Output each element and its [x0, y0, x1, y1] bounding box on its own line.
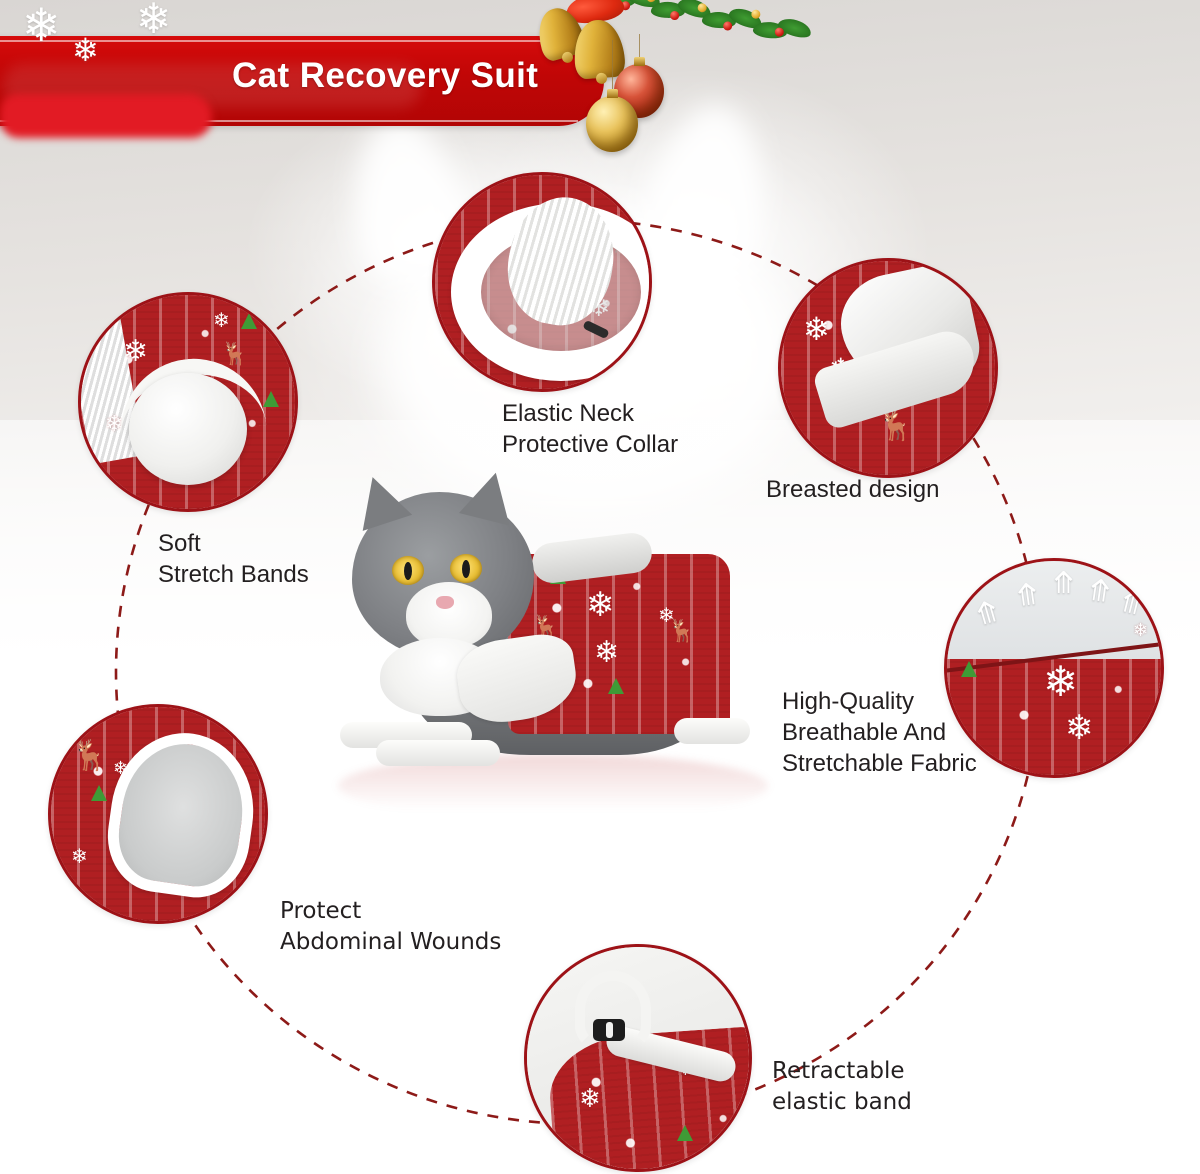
christmas-tree-icon [608, 678, 624, 694]
snowflake-icon: ❄ [658, 605, 675, 627]
header-banner: Cat Recovery Suit ❄ ❄ ❄ [0, 0, 1200, 152]
suit-opening [129, 373, 247, 485]
feature-photo-elastic-neck-collar: ❄ ❄ 🦌 [432, 172, 652, 392]
snowflake-icon: ❄ [1043, 658, 1079, 705]
snowflake-icon: ❄ [71, 846, 88, 868]
feature-photo-protect-abdominal-wounds: 🦌 ❄ ❄ ❄ [48, 704, 268, 924]
elastic-loop [575, 971, 651, 1049]
christmas-tree-icon [241, 313, 257, 329]
snowflake-icon: ❄ [1133, 620, 1149, 640]
ornament-cap [633, 57, 645, 66]
reindeer-icon: 🦌 [877, 409, 915, 442]
cat-eye-left [392, 556, 424, 585]
gold-ornament-icon [586, 89, 638, 152]
feature-label-breathable-fabric: High-Quality Breathable And Stretchable … [782, 688, 977, 777]
christmas-tree-icon [961, 661, 977, 677]
cat-front-paw [376, 740, 500, 766]
snowflake-icon: ❄ [136, 0, 172, 42]
feature-label-breasted-design: Breasted design [766, 476, 940, 503]
page-title: Cat Recovery Suit [232, 56, 539, 95]
feature-label-retractable-elastic-band: Retractable elastic band [772, 1058, 912, 1115]
airflow-arrow-icon: ⤊ [1051, 567, 1077, 600]
feature-photo-breasted-design: ❄ ❄ ❄ 🦌 [778, 258, 998, 478]
snowflake-icon: ❄ [123, 335, 149, 368]
cat-hind-paw [674, 718, 750, 744]
fabric-backdrop [947, 561, 1161, 660]
snowflake-icon: ❄ [1065, 709, 1094, 747]
christmas-decoration-cluster [530, 0, 830, 152]
ornament-cap [606, 89, 618, 98]
snowflake-icon: ❄ [594, 636, 620, 669]
airflow-arrow-icon: ⤊ [1084, 573, 1115, 610]
reindeer-icon: 🦌 [668, 618, 696, 643]
cat-eye-right [450, 554, 482, 583]
ornament-string [612, 40, 613, 98]
reindeer-icon: 🦌 [532, 614, 560, 639]
snowflake-icon: ❄ [72, 32, 99, 68]
christmas-tree-icon [263, 391, 279, 407]
snowflake-icon: ❄ [586, 586, 615, 624]
feature-label-protect-abdominal-wounds: Protect Abdominal Wounds [280, 898, 502, 955]
airflow-arrow-icon: ⤊ [1012, 577, 1043, 614]
banner-hairline [0, 120, 578, 122]
snowflake-icon: ❄ [579, 1083, 601, 1113]
snowflake-icon: ❄ [22, 0, 61, 51]
feature-label-soft-stretch-bands: Soft Stretch Bands [158, 530, 309, 588]
reindeer-icon: 🦌 [71, 739, 109, 772]
banner-shape [0, 36, 604, 138]
feature-label-elastic-neck-collar: Elastic Neck Protective Collar [502, 400, 679, 458]
feature-photo-soft-stretch-bands: ❄ ❄ ❄ ❄ 🦌 [78, 292, 298, 512]
center-product-photo: ❄ ❄ ❄ ❄ 🦌 🦌 [318, 466, 788, 820]
snowflake-icon: ❄ [213, 310, 230, 332]
snowflake-icon: ❄ [803, 311, 830, 347]
pine-garland-icon [598, 0, 814, 56]
christmas-tree-icon [91, 785, 107, 801]
reindeer-icon: 🦌 [221, 341, 249, 366]
feature-photo-retractable-elastic-band: ❄ ❄ [524, 944, 752, 1172]
redacted-logo [0, 94, 212, 138]
feature-photo-breathable-fabric: ⤊ ⤊ ⤊ ⤊ ⤊ ❄ ❄ ❄ [944, 558, 1164, 778]
christmas-tree-icon [677, 1125, 693, 1141]
ornament-string [639, 34, 640, 66]
cat-muzzle [406, 582, 492, 648]
cord-lock-toggle [593, 1019, 625, 1041]
snowflake-icon: ❄ [105, 411, 124, 436]
banner-hairline [0, 40, 578, 42]
cat-nose [436, 596, 454, 609]
